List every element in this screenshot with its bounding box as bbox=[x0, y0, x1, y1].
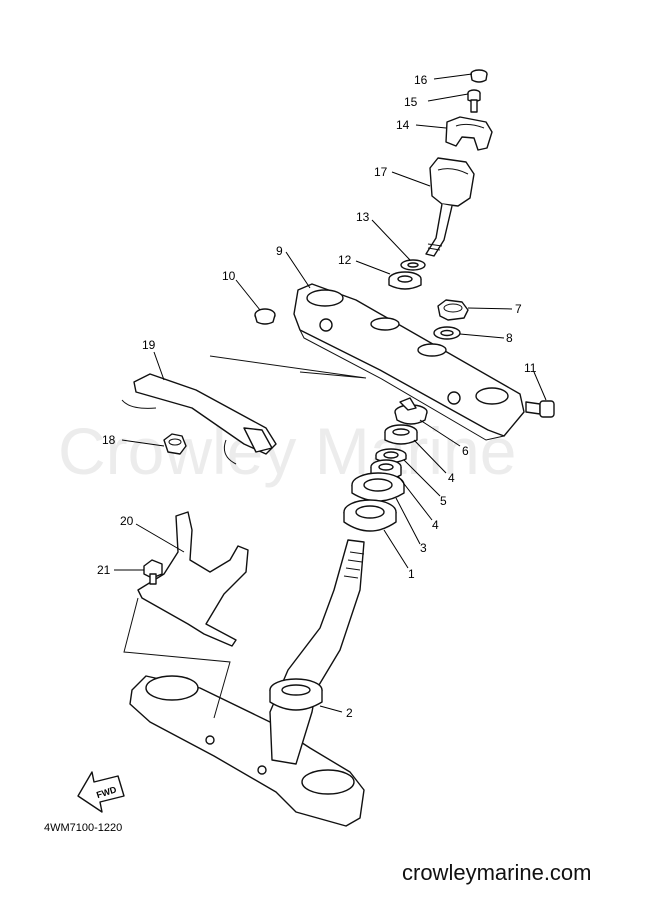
watermark-text: Crowley Marine bbox=[58, 414, 516, 488]
part-8-washer[interactable] bbox=[433, 326, 461, 340]
callout-3: 3 bbox=[420, 541, 427, 555]
leader-lines bbox=[114, 73, 547, 713]
callout-9: 9 bbox=[276, 244, 283, 258]
site-label: crowleymarine.com bbox=[402, 860, 592, 885]
part-13-washer[interactable] bbox=[400, 259, 426, 271]
assembly-line-20 bbox=[123, 597, 231, 719]
callout-10: 10 bbox=[222, 269, 236, 283]
callout-17: 17 bbox=[374, 165, 388, 179]
steering-stem-lower-bracket[interactable] bbox=[129, 539, 365, 827]
callout-4a: 4 bbox=[448, 471, 455, 485]
callout-8: 8 bbox=[506, 331, 513, 345]
part-12-damper[interactable] bbox=[388, 271, 422, 290]
callout-4b: 4 bbox=[432, 518, 439, 532]
callout-15: 15 bbox=[404, 95, 418, 109]
callout-14: 14 bbox=[396, 118, 410, 132]
fwd-arrow-icon: FWD bbox=[77, 771, 125, 813]
part-18-nut[interactable] bbox=[163, 433, 187, 455]
part-6-lock-washer[interactable] bbox=[394, 397, 428, 425]
callout-16: 16 bbox=[414, 73, 428, 87]
part-17-handlebar-holder[interactable] bbox=[425, 157, 475, 257]
callout-12: 12 bbox=[338, 253, 352, 267]
assembly-line-19 bbox=[209, 355, 367, 379]
callout-5: 5 bbox=[440, 494, 447, 508]
part-3-bearing-race[interactable] bbox=[351, 472, 405, 502]
callout-7: 7 bbox=[515, 302, 522, 316]
part-14-handlebar-clamp[interactable] bbox=[445, 116, 493, 151]
callout-13: 13 bbox=[356, 210, 370, 224]
part-9-upper-bracket[interactable] bbox=[293, 283, 525, 441]
part-21-bolt[interactable] bbox=[143, 559, 163, 585]
part-11-bolt[interactable] bbox=[525, 400, 555, 418]
callout-18: 18 bbox=[102, 433, 116, 447]
callout-19: 19 bbox=[142, 338, 156, 352]
part-15-bolt[interactable] bbox=[467, 89, 481, 113]
part-1-bearing[interactable] bbox=[343, 499, 397, 532]
part-19-cable-guide[interactable] bbox=[121, 373, 277, 465]
drawing-code: 4WM7100-1220 bbox=[44, 822, 122, 834]
callout-6: 6 bbox=[462, 444, 469, 458]
part-7-nut[interactable] bbox=[437, 299, 469, 321]
callout-2: 2 bbox=[346, 706, 353, 720]
callout-21: 21 bbox=[97, 563, 111, 577]
part-4-ring-nut-upper[interactable] bbox=[384, 424, 418, 445]
part-10-cap[interactable] bbox=[254, 308, 276, 325]
part-16-cap[interactable] bbox=[470, 69, 488, 83]
part-20-headlight-stay[interactable] bbox=[137, 511, 249, 647]
callouts: 16 15 14 17 13 12 9 10 7 8 11 6 4 5 4 3 … bbox=[97, 73, 537, 720]
callout-11: 11 bbox=[524, 361, 537, 375]
callout-1: 1 bbox=[408, 567, 415, 581]
callout-20: 20 bbox=[120, 514, 134, 528]
